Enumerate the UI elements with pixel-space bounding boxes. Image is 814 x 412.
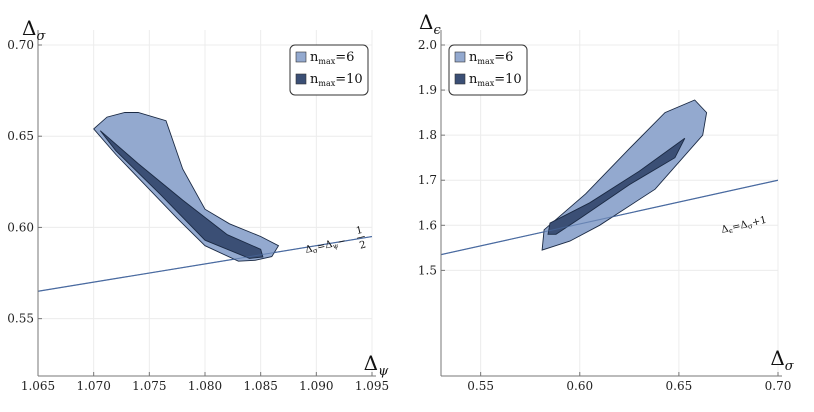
- y-axis-label: Δσ: [22, 16, 46, 44]
- chart-left: 1.065 1.070 1.075 1.080 1.085 1.090 1.095 0.55 0…: [7, 16, 389, 393]
- reference-line-overlay-0: [38, 236, 372, 292]
- y-tick-label-3: 1.8: [418, 128, 437, 142]
- fraction-numerator: 1: [355, 225, 364, 237]
- x-tick-label-2: 0.65: [666, 379, 693, 393]
- x-tick-label-4: 1.085: [243, 379, 277, 393]
- legend-label-0: nmax=6: [469, 50, 513, 66]
- x-tick-label-0: 0.55: [467, 379, 494, 393]
- x-tick-label-1: 1.070: [76, 379, 110, 393]
- plot-area: [38, 112, 372, 292]
- reference-line-label: Δϵ=Δσ+1: [720, 215, 768, 237]
- y-tick-label-2: 0.65: [7, 129, 34, 143]
- region-nmax10: [99, 130, 264, 259]
- y-tick-label-3: 0.70: [7, 38, 34, 52]
- legend: nmax=6 nmax=10: [289, 44, 369, 96]
- x-tick-label-3: 0.70: [765, 379, 792, 393]
- legend-box: [448, 44, 528, 96]
- y-tick-label-5: 2.0: [418, 38, 437, 52]
- x-tick-label-2: 1.075: [132, 379, 166, 393]
- x-tick-label-6: 1.095: [355, 379, 389, 393]
- y-tick-label-0: 1.5: [418, 263, 437, 277]
- reference-line-label-text: Δσ=Δψ−: [304, 236, 347, 257]
- legend-label-1: nmax=10: [469, 72, 522, 88]
- x-tick-label-0: 1.065: [21, 379, 55, 393]
- region-nmax10: [547, 137, 686, 235]
- reference-line-label-text: Δϵ=Δσ+1: [720, 215, 768, 237]
- plot-area: [441, 99, 778, 256]
- x-tick-label-5: 1.090: [299, 379, 333, 393]
- reference-line-overlay-0: [441, 179, 778, 256]
- x-axis-label: Δψ: [364, 351, 389, 379]
- x-axis-label: Δσ: [770, 346, 794, 374]
- region-nmax6: [93, 112, 280, 262]
- legend: nmax=6 nmax=10: [448, 44, 528, 96]
- legend-swatch-0: [454, 51, 466, 63]
- y-tick-label-1: 0.60: [7, 220, 34, 234]
- fraction-bar: [356, 236, 365, 239]
- legend-label-1: nmax=10: [310, 72, 363, 88]
- x-tick-label-3: 1.080: [188, 379, 222, 393]
- legend-swatch-1: [454, 73, 466, 85]
- y-tick-label-4: 1.9: [418, 83, 437, 97]
- legend-swatch-0: [295, 51, 307, 63]
- y-tick-label-2: 1.7: [418, 173, 437, 187]
- y-tick-label-1: 1.6: [418, 218, 437, 232]
- legend-box: [289, 44, 369, 96]
- legend-label-0: nmax=6: [310, 50, 354, 66]
- legend-swatch-1: [295, 73, 307, 85]
- fraction-denominator: 2: [358, 239, 367, 251]
- y-axis-label: Δϵ: [419, 10, 441, 38]
- x-tick-label-1: 0.60: [566, 379, 593, 393]
- reference-line-label: Δσ=Δψ− 1 2: [304, 225, 367, 257]
- y-tick-label-0: 0.55: [7, 312, 34, 326]
